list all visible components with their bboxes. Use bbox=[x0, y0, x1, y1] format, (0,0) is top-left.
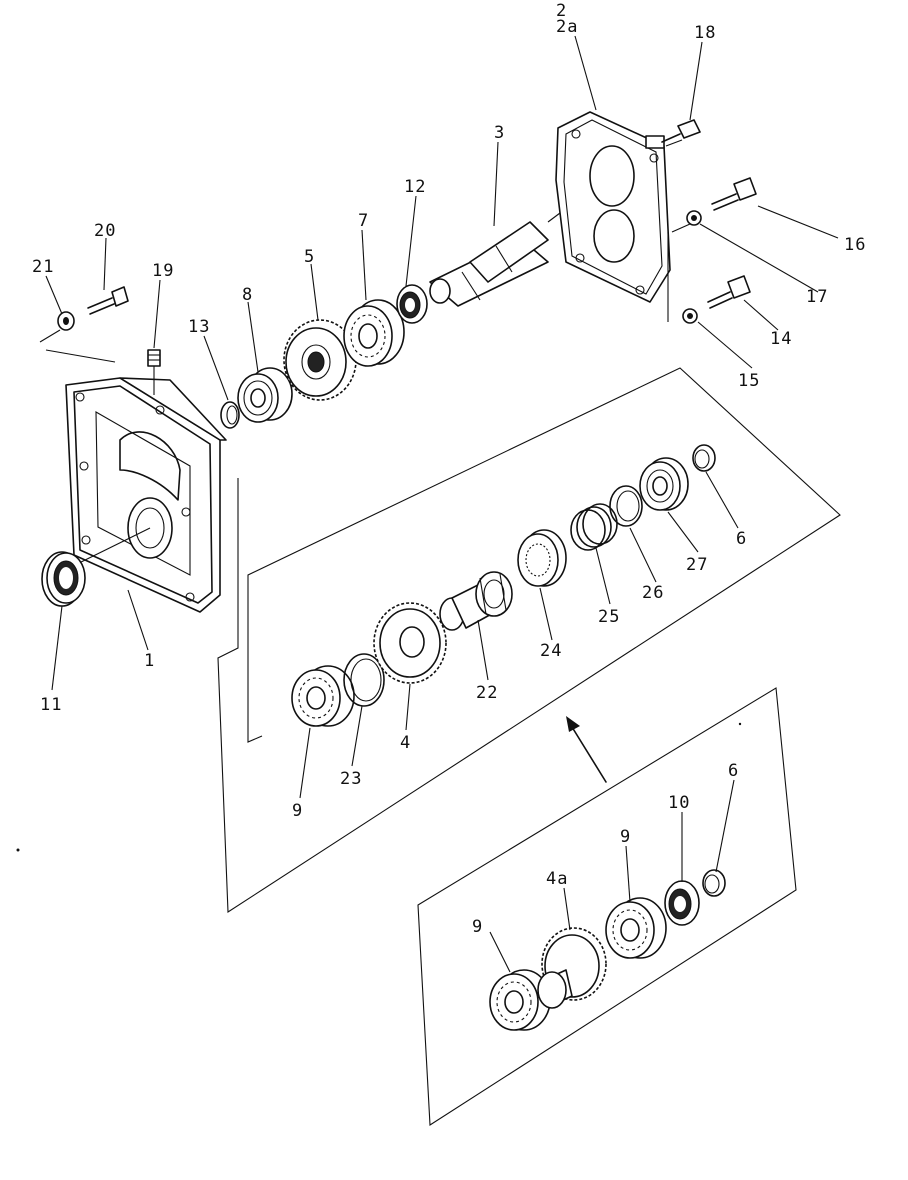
callout-labels: 2 2a 18 3 12 7 5 8 13 20 21 19 16 17 14 … bbox=[32, 1, 866, 937]
callout-2: 2 bbox=[556, 1, 567, 21]
callout-23: 23 bbox=[340, 769, 362, 789]
callout-3: 3 bbox=[494, 123, 505, 143]
callout-12: 12 bbox=[404, 177, 426, 197]
callout-19: 19 bbox=[152, 261, 174, 281]
callout-9-lower-left: 9 bbox=[472, 917, 483, 937]
stray-dot bbox=[738, 722, 742, 726]
bolt-part-14 bbox=[707, 275, 751, 309]
callout-21: 21 bbox=[32, 257, 54, 277]
oil-seal-part-10 bbox=[664, 880, 700, 926]
callout-20: 20 bbox=[94, 221, 116, 241]
collar-part-6-lower bbox=[702, 869, 726, 897]
spacer-part-23 bbox=[343, 653, 385, 707]
callout-26: 26 bbox=[642, 583, 664, 603]
washer-part-17 bbox=[667, 210, 702, 322]
washer-part-21 bbox=[39, 311, 116, 363]
bearing-part-9-lower-right bbox=[605, 897, 667, 959]
callout-8: 8 bbox=[242, 285, 253, 305]
washer-part-15 bbox=[682, 308, 698, 324]
callout-1: 1 bbox=[144, 651, 155, 671]
callout-18: 18 bbox=[694, 23, 716, 43]
lower-assembly-frame bbox=[417, 687, 797, 1126]
callout-9-upper: 9 bbox=[292, 801, 303, 821]
bearing-part-7 bbox=[343, 299, 405, 367]
callout-11: 11 bbox=[40, 695, 62, 715]
bearing-part-9-lower-left bbox=[489, 969, 551, 1031]
bearing-part-9-upper bbox=[291, 665, 355, 727]
bearing-part-8 bbox=[237, 367, 293, 423]
callout-2a: 2a bbox=[556, 17, 578, 37]
gear-part-5 bbox=[283, 319, 357, 401]
needle-bearing-part-24 bbox=[517, 529, 567, 587]
callout-7: 7 bbox=[358, 211, 369, 231]
snap-ring-part-13 bbox=[220, 401, 240, 429]
middle-assembly-frame bbox=[217, 367, 841, 913]
callout-13: 13 bbox=[188, 317, 210, 337]
gear-part-4 bbox=[373, 602, 447, 684]
gear-part-4a bbox=[537, 927, 607, 1009]
collar-part-6-upper bbox=[692, 444, 716, 472]
oil-seal-part-11 bbox=[41, 551, 86, 607]
callout-4: 4 bbox=[400, 733, 411, 753]
callout-6-upper: 6 bbox=[736, 529, 747, 549]
direction-arrow bbox=[566, 716, 607, 783]
callout-5: 5 bbox=[304, 247, 315, 267]
bearing-part-27 bbox=[639, 457, 689, 511]
bolt-part-20 bbox=[87, 286, 129, 315]
callout-6-lower: 6 bbox=[728, 761, 739, 781]
sleeve-part-22 bbox=[439, 571, 513, 631]
spacer-part-26 bbox=[609, 485, 643, 527]
cover-plate-part-2 bbox=[555, 111, 671, 303]
callout-14: 14 bbox=[770, 329, 792, 349]
plug-part-19 bbox=[147, 349, 161, 395]
callout-17: 17 bbox=[806, 287, 828, 307]
spring-part-25 bbox=[570, 503, 618, 551]
leader-lines bbox=[45, 35, 839, 973]
callout-24: 24 bbox=[540, 641, 562, 661]
callout-15: 15 bbox=[738, 371, 760, 391]
stray-dot bbox=[16, 848, 20, 852]
callout-22: 22 bbox=[476, 683, 498, 703]
bolt-part-16 bbox=[711, 177, 757, 211]
shaft-part-3 bbox=[429, 185, 597, 307]
callout-25: 25 bbox=[598, 607, 620, 627]
bolt-part-18 bbox=[661, 119, 701, 147]
callout-16: 16 bbox=[844, 235, 866, 255]
oil-seal-part-12 bbox=[396, 284, 428, 324]
callout-9-lower-right: 9 bbox=[620, 827, 631, 847]
housing-part-1 bbox=[65, 377, 227, 613]
callout-10: 10 bbox=[668, 793, 690, 813]
callout-27: 27 bbox=[686, 555, 708, 575]
callout-4a: 4a bbox=[546, 869, 568, 889]
